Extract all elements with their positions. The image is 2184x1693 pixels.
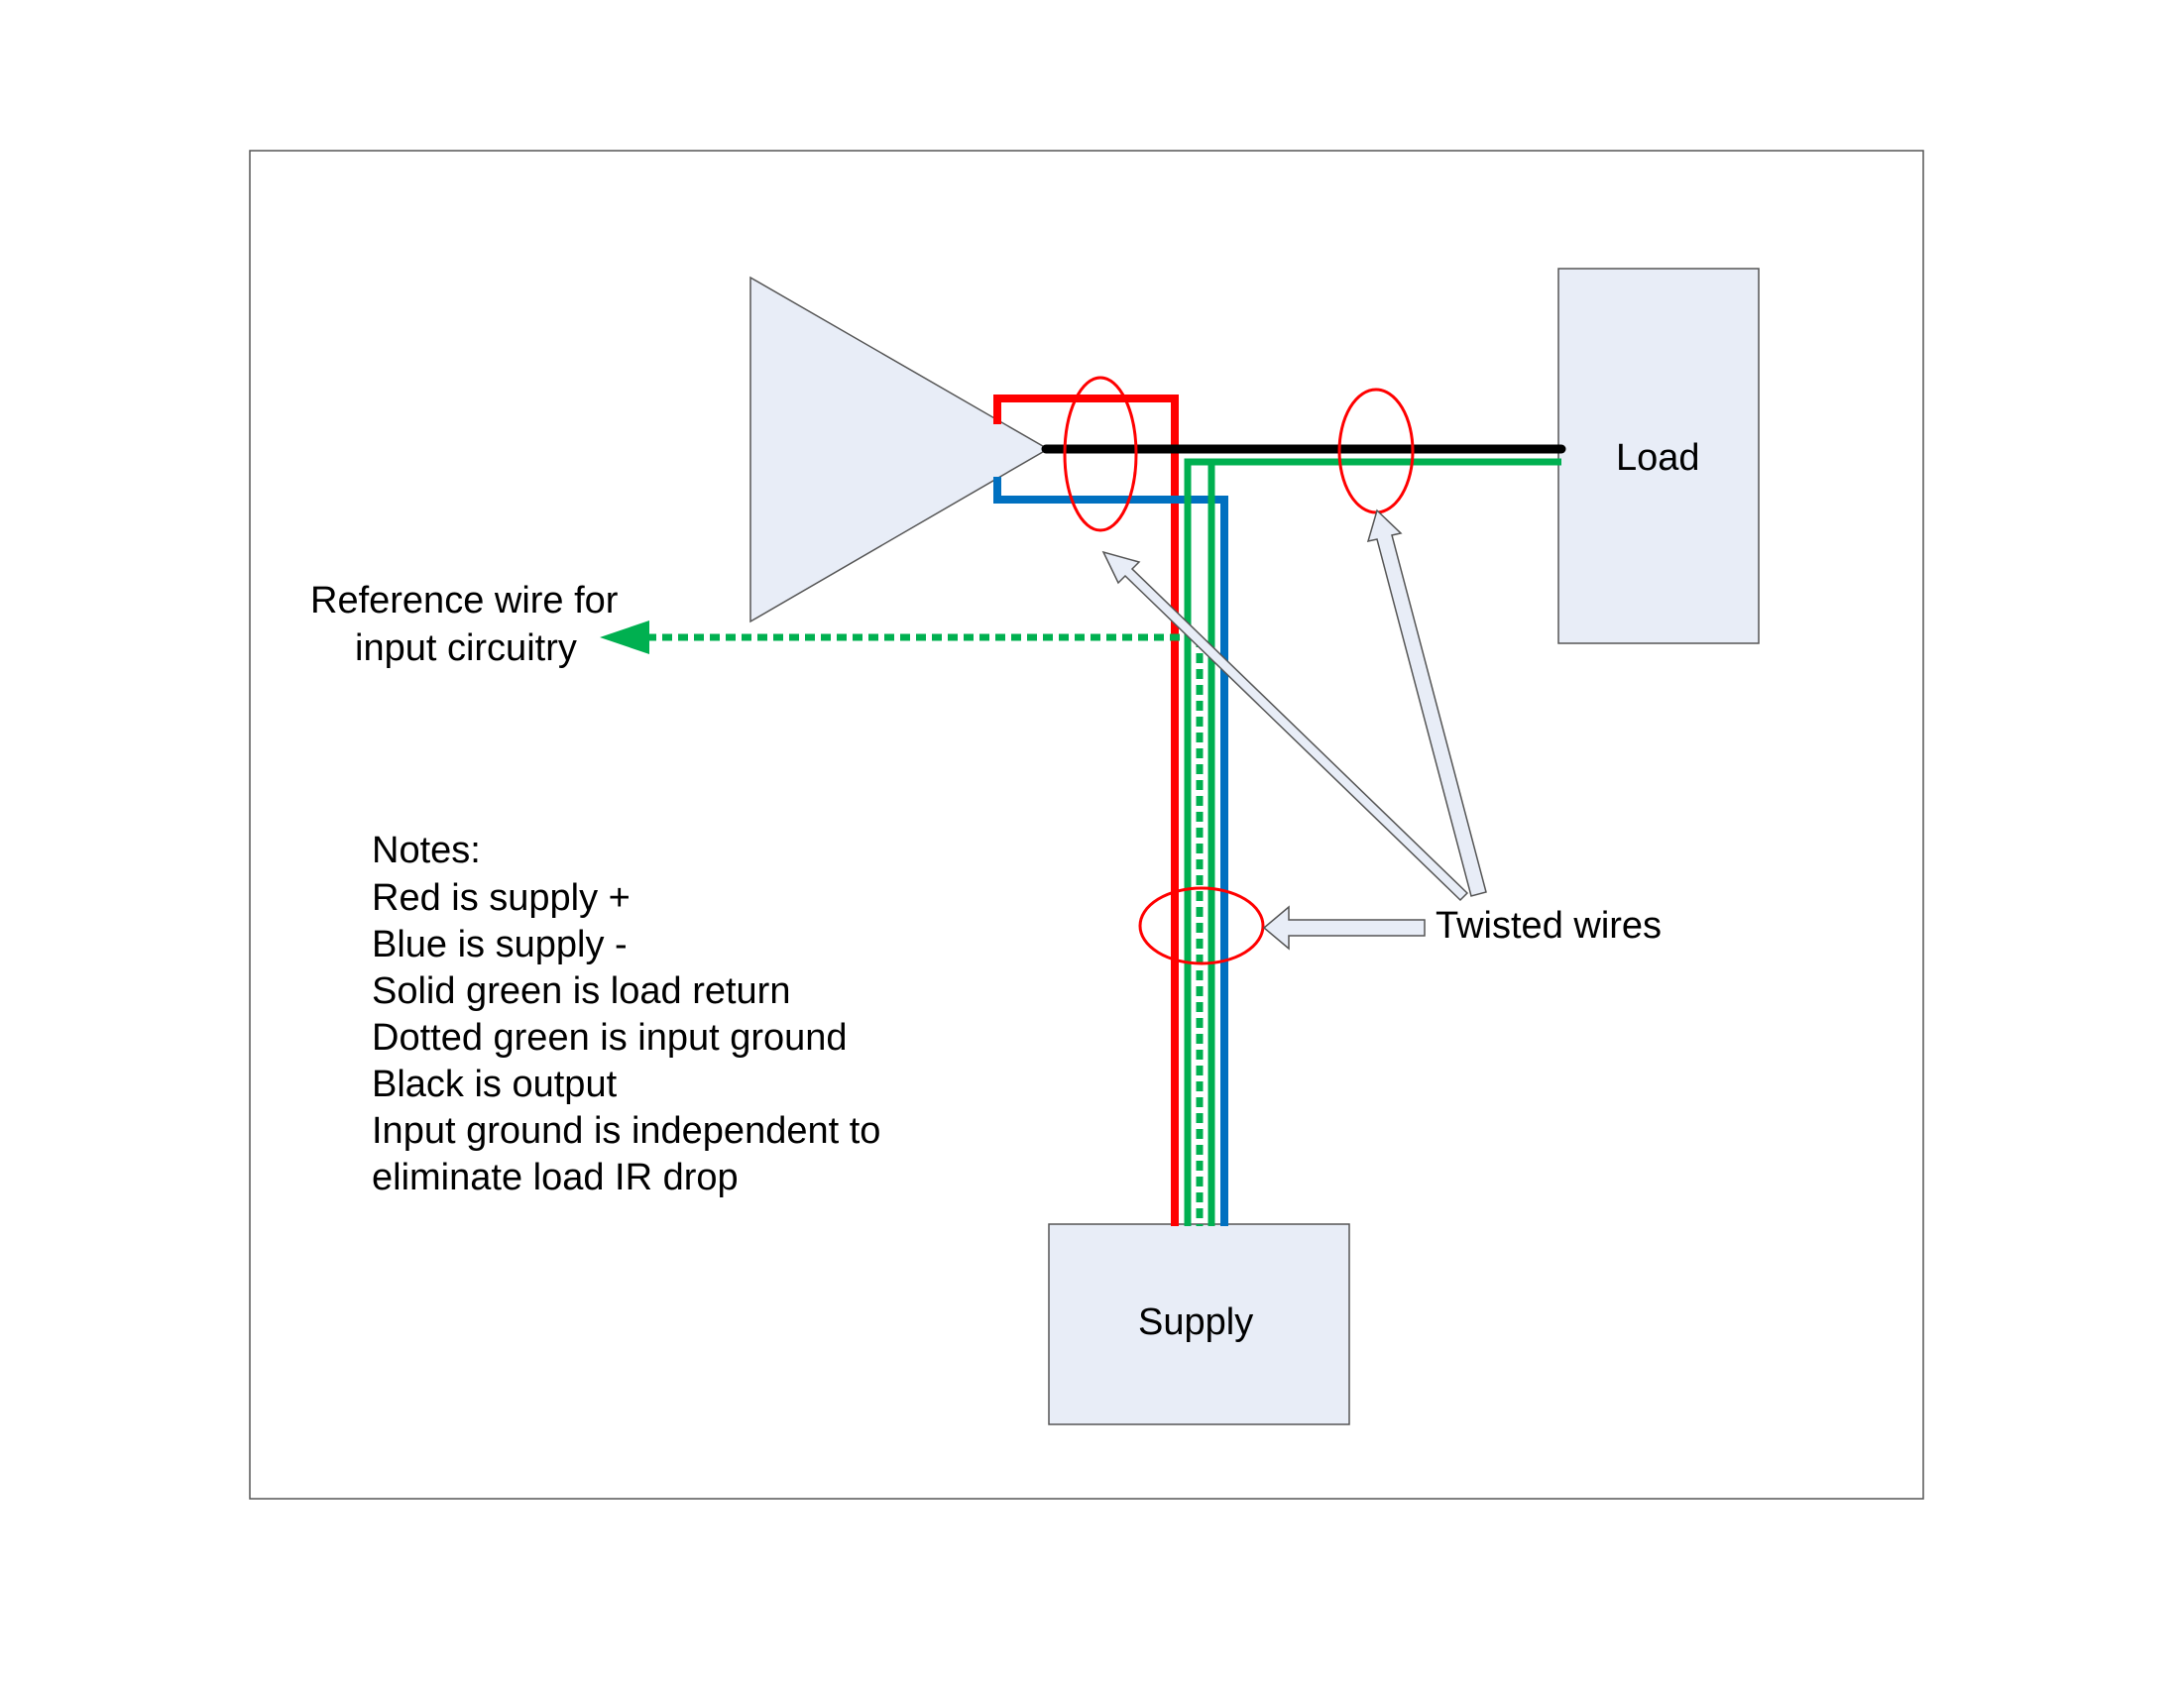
load-block bbox=[1557, 268, 1760, 644]
load-return-wire-inner bbox=[1207, 458, 1561, 1226]
callout-arrow-load bbox=[1366, 508, 1487, 897]
notes-line: Blue is supply - bbox=[372, 924, 628, 965]
reference-label-line2: input circuitry bbox=[355, 627, 577, 669]
callout-arrow-amplifier bbox=[1101, 550, 1469, 902]
load-label: Load bbox=[1616, 437, 1700, 479]
twisted-wires-label: Twisted wires bbox=[1436, 905, 1662, 947]
notes-line: Dotted green is input ground bbox=[372, 1017, 848, 1059]
twist-marker-supply bbox=[1138, 886, 1265, 965]
twist-marker-amplifier bbox=[1063, 376, 1138, 532]
notes-line: Notes: bbox=[372, 830, 481, 871]
supply-block bbox=[1048, 1223, 1350, 1425]
supply-negative-wire bbox=[993, 477, 1228, 1226]
amplifier-triangle bbox=[749, 276, 1050, 623]
notes-line: Black is output bbox=[372, 1064, 618, 1105]
callout-arrow-supply bbox=[1262, 905, 1426, 951]
notes-line: Solid green is load return bbox=[372, 970, 790, 1012]
notes-block: Notes: Red is supply + Blue is supply - … bbox=[372, 830, 880, 1198]
notes-line: Red is supply + bbox=[372, 877, 631, 919]
notes-line: Input ground is independent to bbox=[372, 1110, 880, 1152]
reference-wire-arrowhead bbox=[600, 621, 649, 654]
supply-label: Supply bbox=[1138, 1301, 1253, 1343]
reference-label-line1: Reference wire for bbox=[310, 580, 619, 621]
notes-line: eliminate load IR drop bbox=[372, 1157, 739, 1198]
supply-positive-wire bbox=[993, 395, 1179, 1226]
